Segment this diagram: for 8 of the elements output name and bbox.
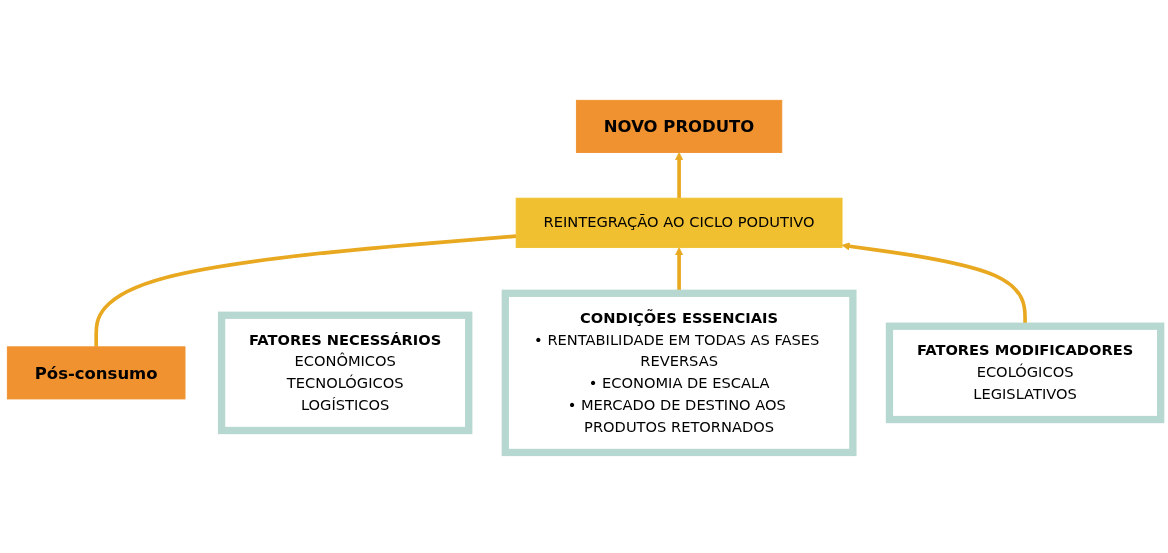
node-box: FATORES NECESSÁRIOS ECONÔMICOS TECNOLÓGICOS LOGÍSTICOS: [217, 311, 473, 435]
connector: [94, 234, 517, 347]
node-box: FATORES MODIFICADORES ECOLÓGICOS LEGISLATIVOS: [885, 322, 1165, 424]
node-box: REINTEGRAÇÃO AO CICLO PODUTIVO: [515, 197, 843, 249]
node-box: Pós-consumo: [6, 346, 186, 400]
node-box: CONDIÇÕES ESSENCIAIS • RENTABILIDADE EM TODAS AS FASES REVERSAS • ECONOMIA DE ESCALA • MERCADO DE DESTINO AOS PRODUTOS RETORNADOS: [501, 289, 857, 457]
node-box: NOVO PRODUTO: [575, 99, 783, 153]
arrow: [675, 152, 684, 199]
